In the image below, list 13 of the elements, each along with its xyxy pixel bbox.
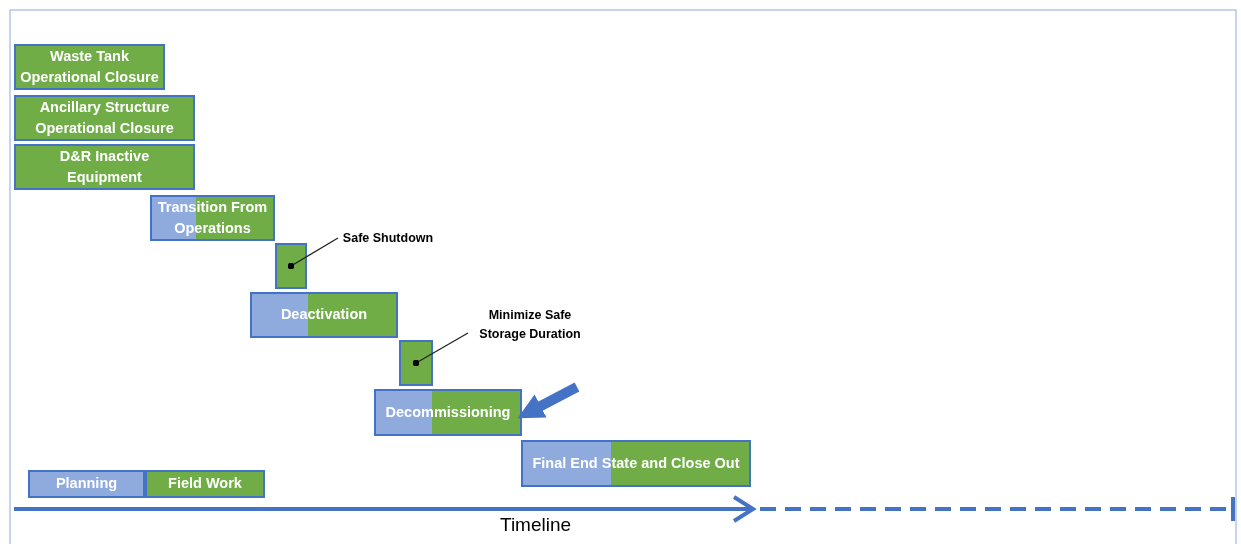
milestone-box	[399, 340, 433, 386]
arrow	[517, 382, 580, 419]
callout-text: Safe Shutdown	[336, 228, 440, 248]
axis-label: Timeline	[500, 514, 572, 536]
phase-bar: Field Work	[145, 470, 265, 498]
phase-bar: D&R Inactive Equipment	[14, 144, 195, 190]
phase-bar: Ancillary Structure Operational Closure	[14, 95, 195, 141]
phase-bar: Planning	[28, 470, 145, 498]
callout-text: Minimize Safe Storage Duration	[466, 305, 594, 345]
milestone-box	[275, 243, 307, 289]
leader-line	[412, 332, 469, 367]
leader-line	[287, 237, 339, 270]
phase-bar: Waste Tank Operational Closure	[14, 44, 165, 90]
